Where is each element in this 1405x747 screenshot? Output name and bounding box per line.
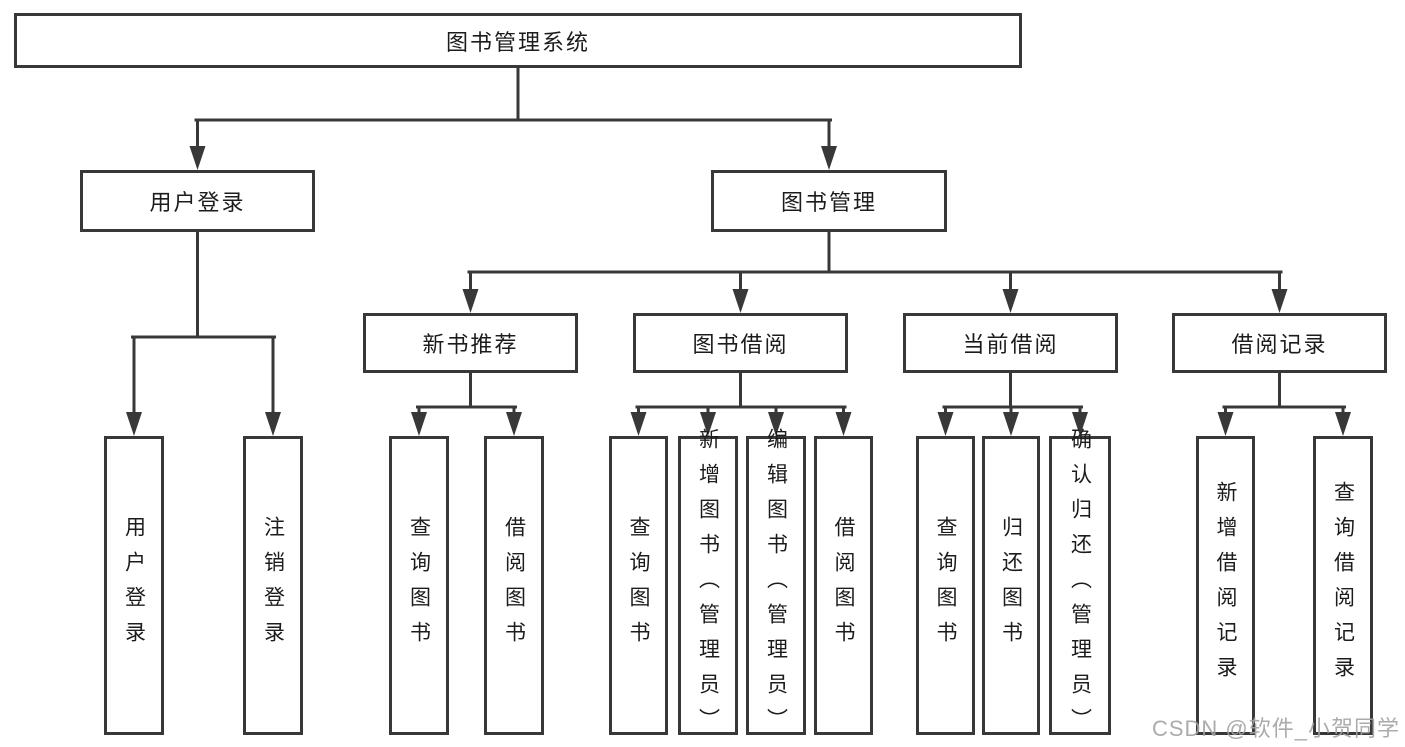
node-branch-records-label: 借阅记录 [1231, 332, 1328, 357]
node-leaf-cur-confirm-return-admin: 确认归还（管理员） [1049, 428, 1111, 743]
node-leaf-logout: 注销登录 [243, 436, 303, 735]
node-leaf-cur-confirm-return-admin-label: 确认归还（管理员） [1068, 428, 1092, 743]
node-leaf-bw-borrow-books-label: 借阅图书 [832, 515, 855, 656]
node-branch-user-login-label: 用户登录 [149, 190, 246, 215]
node-branch-borrowing: 图书借阅 [633, 313, 848, 373]
node-branch-current: 当前借阅 [903, 313, 1118, 373]
connector-user-login-split [126, 232, 281, 436]
node-leaf-rec-add-record: 新增借阅记录 [1196, 436, 1255, 735]
node-leaf-cur-query-books: 查询图书 [916, 436, 975, 735]
node-root-label: 图书管理系统 [445, 29, 590, 55]
node-leaf-bw-edit-books-admin: 编辑图书（管理员） [746, 428, 806, 743]
node-branch-new-books: 新书推荐 [363, 313, 578, 373]
node-leaf-user-login-label: 用户登录 [122, 515, 146, 656]
connector-root-split [189, 68, 837, 170]
node-branch-current-label: 当前借阅 [962, 332, 1059, 357]
connector-current-split [937, 373, 1088, 436]
node-branch-new-books-label: 新书推荐 [422, 332, 519, 357]
node-branch-borrowing-label: 图书借阅 [692, 332, 789, 357]
node-leaf-rec-add-record-label: 新增借阅记录 [1214, 480, 1237, 691]
node-branch-book-mgmt: 图书管理 [711, 170, 947, 232]
node-root-library-management-system: 图书管理系统 [14, 13, 1022, 68]
node-leaf-cur-query-books-label: 查询图书 [934, 515, 957, 656]
node-leaf-nb-query-books-label: 查询图书 [407, 515, 431, 656]
node-branch-records: 借阅记录 [1172, 313, 1387, 373]
connector-new-books-split [411, 373, 522, 436]
node-leaf-rec-query-record: 查询借阅记录 [1313, 436, 1373, 735]
node-leaf-bw-edit-books-admin-label: 编辑图书（管理员） [764, 428, 788, 743]
node-branch-user-login: 用户登录 [80, 170, 315, 232]
node-leaf-cur-return-books-label: 归还图书 [999, 515, 1023, 656]
node-leaf-user-login: 用户登录 [104, 436, 164, 735]
connector-records-split [1217, 373, 1351, 436]
node-leaf-nb-query-books: 查询图书 [389, 436, 449, 735]
node-leaf-rec-query-record-label: 查询借阅记录 [1331, 480, 1355, 691]
node-leaf-nb-borrow-books-label: 借阅图书 [502, 515, 526, 656]
connector-borrowing-split [630, 373, 852, 436]
node-leaf-bw-query-books-label: 查询图书 [627, 515, 650, 656]
node-leaf-bw-borrow-books: 借阅图书 [814, 436, 873, 735]
csdn-watermark: CSDN @软件_小贺同学 [1151, 716, 1400, 741]
node-branch-book-mgmt-label: 图书管理 [780, 190, 877, 215]
node-leaf-bw-add-books-admin-label: 新增图书（管理员） [696, 428, 720, 743]
node-leaf-bw-query-books: 查询图书 [609, 436, 668, 735]
node-leaf-bw-add-books-admin: 新增图书（管理员） [678, 428, 738, 743]
node-leaf-cur-return-books: 归还图书 [982, 436, 1040, 735]
connector-book-mgmt-split [462, 232, 1288, 313]
node-leaf-logout-label: 注销登录 [261, 515, 285, 656]
node-leaf-nb-borrow-books: 借阅图书 [484, 436, 544, 735]
